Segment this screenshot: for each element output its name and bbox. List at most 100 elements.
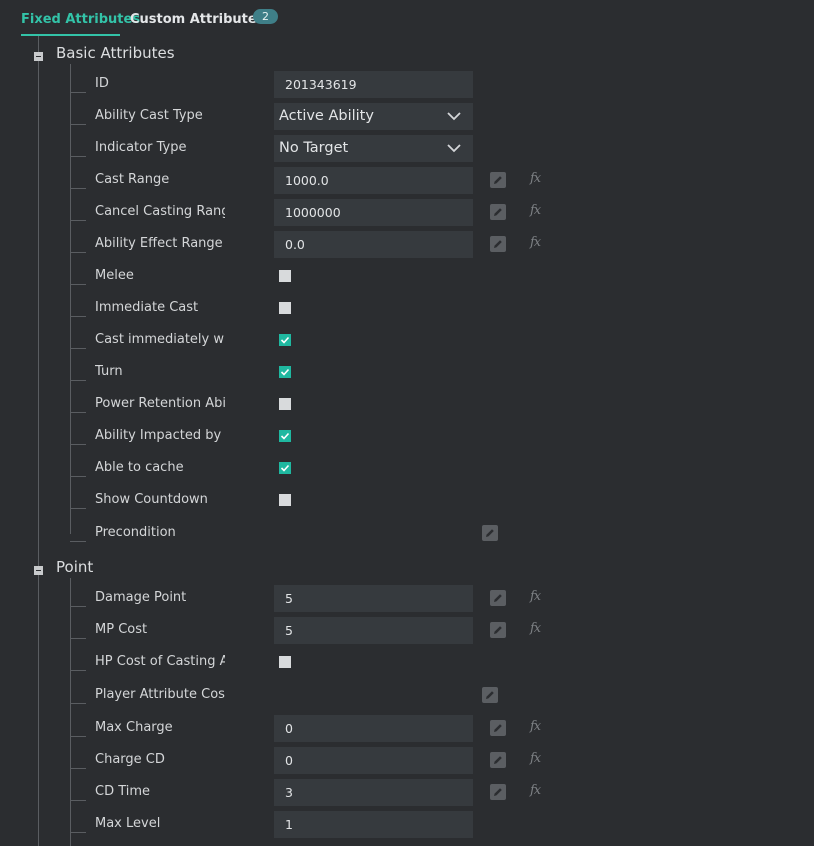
fx-icon[interactable]: fx	[530, 621, 541, 636]
tree-branch	[70, 832, 86, 833]
show-countdown-checkbox[interactable]	[279, 494, 291, 506]
cd-time-field[interactable]: 3	[274, 779, 473, 806]
fx-icon[interactable]: fx	[530, 589, 541, 604]
row-immediate-cast: Immediate Cast	[0, 293, 814, 325]
row-power-retention: Power Retention Abilit	[0, 389, 814, 421]
row-label: Ability Impacted by CD	[95, 428, 225, 443]
damage-point-field[interactable]: 5	[274, 585, 473, 612]
tree-branch	[70, 124, 86, 125]
row-hp-cost: HP Cost of Casting Ab	[0, 647, 814, 679]
power-retention-checkbox[interactable]	[279, 398, 291, 410]
tree-branch	[70, 92, 86, 93]
tab-custom-attributes[interactable]: Custom Attributes	[130, 12, 264, 27]
fx-icon[interactable]: fx	[530, 719, 541, 734]
section-title-basic: Basic Attributes	[56, 44, 175, 62]
row-ability-cast-type: Ability Cast Type Active Ability	[0, 101, 814, 133]
row-label: Damage Point	[95, 590, 187, 605]
row-label: Charge CD	[95, 752, 165, 767]
tree-branch	[70, 606, 86, 607]
mp-cost-field[interactable]: 5	[274, 617, 473, 644]
ability-cast-type-select[interactable]: Active Ability	[274, 103, 473, 130]
fx-icon[interactable]: fx	[530, 783, 541, 798]
row-label: Ability Cast Type	[95, 108, 203, 123]
pencil-icon[interactable]	[482, 525, 498, 541]
row-label: Ability Effect Range	[95, 236, 223, 251]
pencil-icon[interactable]	[490, 204, 506, 220]
charge-cd-field[interactable]: 0	[274, 747, 473, 774]
row-label: Max Level	[95, 816, 161, 831]
row-label: Melee	[95, 268, 134, 283]
able-to-cache-checkbox[interactable]	[279, 462, 291, 474]
row-label: Max Charge	[95, 720, 173, 735]
cancel-casting-range-field[interactable]: 1000000	[274, 199, 473, 226]
tree-branch	[70, 768, 86, 769]
active-tab-underline	[21, 34, 120, 36]
tree-branch	[70, 800, 86, 801]
tree-branch	[70, 156, 86, 157]
tree-branch	[70, 670, 86, 671]
row-mp-cost: MP Cost 5 fx	[0, 615, 814, 647]
id-field[interactable]: 201343619	[274, 71, 473, 98]
indicator-type-select[interactable]: No Target	[274, 135, 473, 162]
pencil-icon[interactable]	[490, 172, 506, 188]
pencil-icon[interactable]	[490, 236, 506, 252]
row-label: Able to cache	[95, 460, 184, 475]
row-label: Cast immediately wher	[95, 332, 225, 347]
tree-line-basic	[70, 64, 71, 534]
row-label: ID	[95, 76, 109, 91]
tree-branch	[70, 380, 86, 381]
fx-icon[interactable]: fx	[530, 751, 541, 766]
row-max-level: Max Level 1	[0, 809, 814, 841]
pencil-icon[interactable]	[490, 622, 506, 638]
tree-branch	[70, 348, 86, 349]
row-cast-immediately: Cast immediately wher	[0, 325, 814, 357]
pencil-icon[interactable]	[482, 687, 498, 703]
row-label: Indicator Type	[95, 140, 187, 155]
row-label: HP Cost of Casting Ab	[95, 654, 225, 669]
chevron-down-icon	[447, 112, 461, 121]
impacted-by-cd-checkbox[interactable]	[279, 430, 291, 442]
ability-effect-range-field[interactable]: 0.0	[274, 231, 473, 258]
row-max-charge: Max Charge 0 fx	[0, 713, 814, 745]
hp-cost-checkbox[interactable]	[279, 656, 291, 668]
point-collapse-icon[interactable]	[34, 566, 43, 575]
tab-fixed-label: Fixed Attributes	[21, 12, 141, 27]
pencil-icon[interactable]	[490, 752, 506, 768]
fx-icon[interactable]: fx	[530, 171, 541, 186]
cast-immediately-checkbox[interactable]	[279, 334, 291, 346]
tab-bar: Fixed Attributes Custom Attributes 2	[0, 0, 814, 36]
fx-icon[interactable]: fx	[530, 203, 541, 218]
row-precondition: Precondition	[0, 518, 814, 550]
pencil-icon[interactable]	[490, 720, 506, 736]
tree-branch	[70, 284, 86, 285]
immediate-cast-checkbox[interactable]	[279, 302, 291, 314]
tree-branch	[70, 412, 86, 413]
tree-branch	[70, 736, 86, 737]
row-damage-point: Damage Point 5 fx	[0, 583, 814, 615]
row-label: CD Time	[95, 784, 151, 799]
pencil-icon[interactable]	[490, 784, 506, 800]
melee-checkbox[interactable]	[279, 270, 291, 282]
basic-collapse-icon[interactable]	[34, 52, 43, 61]
row-show-countdown: Show Countdown	[0, 485, 814, 517]
row-cd-time: CD Time 3 fx	[0, 777, 814, 809]
section-title-point: Point	[56, 558, 94, 576]
row-cancel-casting-range: Cancel Casting Range 1000000 fx	[0, 197, 814, 229]
tab-custom-label: Custom Attributes	[130, 12, 265, 27]
tree-branch	[70, 508, 86, 509]
tree-branch	[70, 316, 86, 317]
tab-fixed-attributes[interactable]: Fixed Attributes	[21, 12, 141, 36]
fx-icon[interactable]: fx	[530, 235, 541, 250]
row-player-attribute-cost: Player Attribute Cost	[0, 680, 814, 712]
custom-count-badge: 2	[253, 9, 278, 24]
row-id: ID 201343619	[0, 69, 814, 101]
tree-line-root	[38, 36, 39, 846]
max-level-field[interactable]: 1	[274, 811, 473, 838]
cast-range-field[interactable]: 1000.0	[274, 167, 473, 194]
tree-line-point	[70, 578, 71, 846]
max-charge-field[interactable]: 0	[274, 715, 473, 742]
row-able-to-cache: Able to cache	[0, 453, 814, 485]
turn-checkbox[interactable]	[279, 366, 291, 378]
pencil-icon[interactable]	[490, 590, 506, 606]
row-ability-effect-range: Ability Effect Range 0.0 fx	[0, 229, 814, 261]
